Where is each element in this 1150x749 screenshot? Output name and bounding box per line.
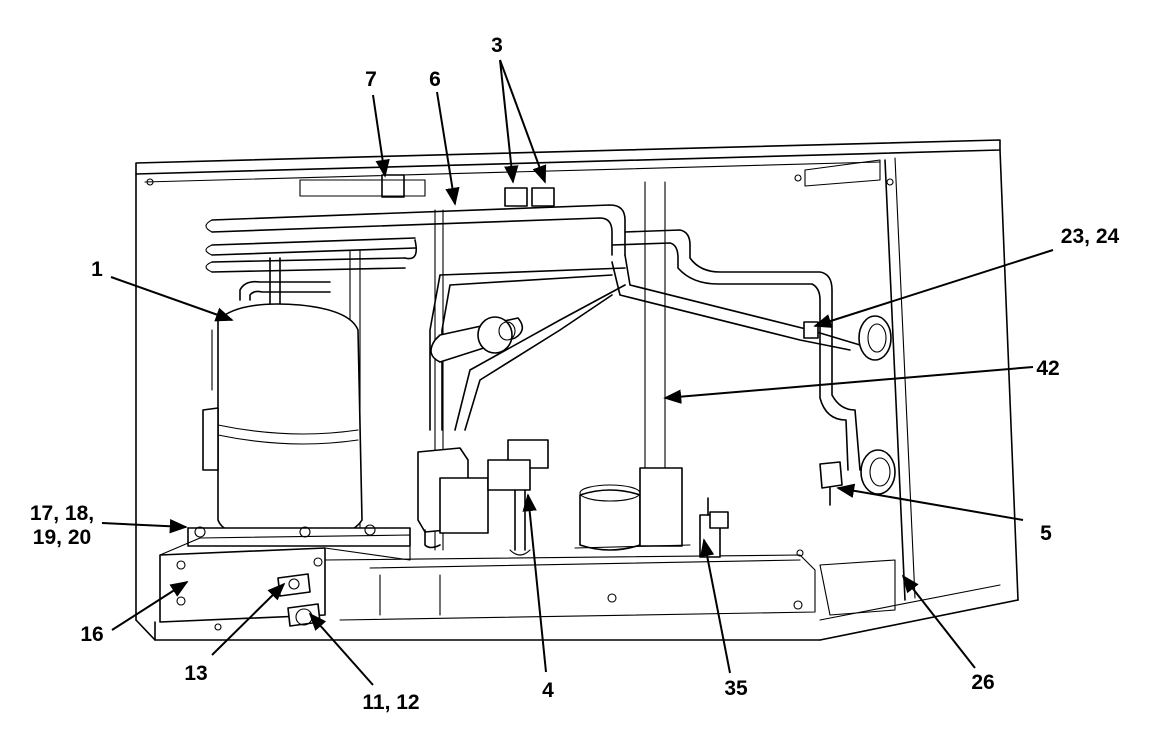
callout-7: 7 (365, 68, 377, 91)
leader-lines (101, 59, 1054, 686)
upper-tubing (205, 174, 861, 471)
callout-42: 42 (1036, 357, 1059, 380)
callout-13: 13 (184, 662, 207, 685)
callout-labels: 1 3 4 5 6 7 11, 12 13 16 17, 18, 19, 20 … (30, 34, 1120, 714)
callout-11-12: 11, 12 (362, 691, 419, 714)
callout-5: 5 (1040, 522, 1052, 545)
cabinet-frame (135, 139, 1019, 641)
compressor (187, 303, 411, 547)
callout-1: 1 (91, 258, 103, 281)
callout-26: 26 (971, 671, 994, 694)
callout-4: 4 (542, 679, 554, 702)
callout-6: 6 (429, 68, 441, 91)
filter-drier (430, 316, 524, 363)
bracket-35 (699, 497, 729, 558)
callout-35: 35 (724, 677, 748, 700)
pump-motor (574, 467, 691, 551)
callout-16: 16 (80, 623, 103, 646)
callout-17-18-line1: 17, 18, (30, 502, 94, 525)
base-plate (159, 534, 896, 631)
callout-3: 3 (491, 34, 503, 57)
callout-19-20-line2: 19, 20 (33, 526, 91, 549)
callout-23-24: 23, 24 (1061, 225, 1120, 248)
service-ports (803, 315, 896, 506)
